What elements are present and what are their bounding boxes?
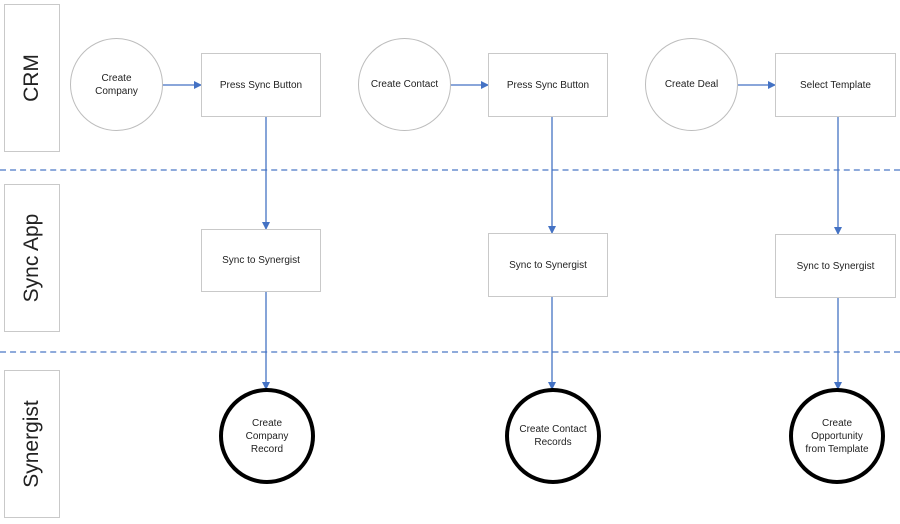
- node-create-contact-label: Create Contact: [370, 79, 439, 90]
- node-sync-to-synergist-3-label: Sync to Synergist: [796, 260, 875, 272]
- lane-divider-top: [0, 169, 900, 171]
- node-create-company-record: Create Company Record: [219, 388, 315, 484]
- lane-sync-app-label: Sync App: [20, 213, 43, 303]
- node-press-sync-button-1: Press Sync Button: [201, 53, 321, 117]
- node-select-template: Select Template: [775, 53, 896, 117]
- lane-synergist-label: Synergist: [20, 400, 43, 488]
- node-sync-to-synergist-2: Sync to Synergist: [488, 233, 608, 297]
- node-press-sync-button-1-label: Press Sync Button: [219, 79, 303, 91]
- node-sync-to-synergist-1: Sync to Synergist: [201, 229, 321, 292]
- node-create-contact-records-label: Create Contact Records: [519, 424, 587, 448]
- node-sync-to-synergist-3: Sync to Synergist: [775, 234, 896, 298]
- node-create-deal: Create Deal: [645, 38, 738, 131]
- node-press-sync-button-2: Press Sync Button: [488, 53, 608, 117]
- node-create-deal-label: Create Deal: [664, 79, 719, 90]
- lane-crm-label: CRM: [20, 54, 43, 102]
- node-create-contact: Create Contact: [358, 38, 451, 131]
- lane-synergist: Synergist: [4, 370, 60, 518]
- node-create-contact-records: Create Contact Records: [505, 388, 601, 484]
- node-sync-to-synergist-1-label: Sync to Synergist: [222, 255, 300, 266]
- node-create-opportunity-label: Create Opportunity from Template: [805, 417, 869, 455]
- node-create-opportunity: Create Opportunity from Template: [789, 388, 885, 484]
- node-select-template-label: Select Template: [800, 79, 871, 91]
- node-create-company: Create Company: [70, 38, 163, 131]
- lane-sync-app: Sync App: [4, 184, 60, 332]
- lane-crm: CRM: [4, 4, 60, 152]
- lane-divider-bottom: [0, 351, 900, 353]
- node-sync-to-synergist-2-label: Sync to Synergist: [509, 259, 587, 271]
- node-create-company-label: Create Company: [95, 72, 138, 97]
- node-create-company-record-label: Create Company Record: [245, 417, 289, 455]
- node-press-sync-button-2-label: Press Sync Button: [506, 79, 590, 91]
